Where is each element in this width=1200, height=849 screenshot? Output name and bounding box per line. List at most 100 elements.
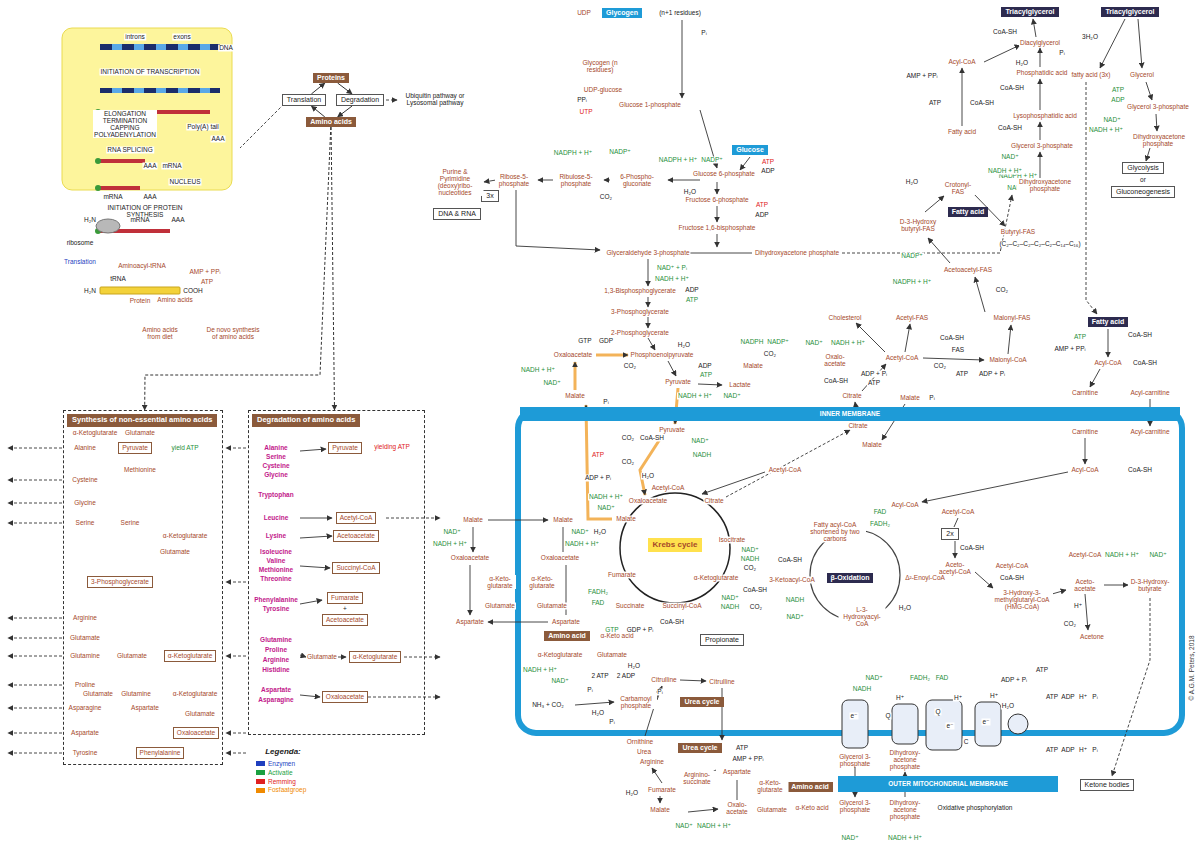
legend-swatch bbox=[256, 788, 265, 793]
metabolite-label: Amino acids from diet bbox=[137, 326, 184, 340]
metabolite-label: Glutamate bbox=[82, 690, 114, 697]
annotation: H₂O bbox=[641, 472, 655, 479]
reaction-arrow bbox=[737, 780, 738, 800]
annotation: Pᵢ bbox=[1058, 49, 1065, 56]
metabolite-label: Glycerol 3-phosphate bbox=[1126, 103, 1190, 110]
product-box: Succinyl-CoA bbox=[332, 562, 379, 573]
reaction-arrow bbox=[975, 277, 985, 312]
cofactor-label: NADH + H⁺ bbox=[677, 392, 713, 399]
annotation: CoA-SH bbox=[1127, 331, 1153, 338]
annotation: CO₂ bbox=[933, 362, 947, 369]
cofactor-label: NAD⁺ bbox=[720, 594, 739, 601]
reaction-arrow bbox=[1090, 369, 1100, 387]
reaction-arrow bbox=[652, 768, 662, 783]
metabolite-label: Amino acids bbox=[156, 296, 193, 303]
reaction-arrow bbox=[1146, 148, 1150, 161]
amino-acid-label: Proline bbox=[264, 646, 288, 653]
metabolite-label: Malate bbox=[462, 516, 484, 523]
annotation: NH₃ + CO₂ bbox=[531, 701, 565, 708]
annotation: Poly(A) tail bbox=[186, 123, 219, 130]
amino-acid-label: Asparagine bbox=[257, 696, 294, 703]
metabolite-label: Glutamate bbox=[484, 602, 516, 609]
reaction-arrow bbox=[1040, 122, 1041, 140]
legend-text: Remming bbox=[268, 778, 296, 786]
cofactor-label: NAD⁺ bbox=[804, 339, 823, 346]
amino-acid-label: Isoleucine bbox=[259, 548, 293, 555]
cofactor-label: NADH bbox=[785, 596, 805, 603]
exon-segment bbox=[156, 44, 166, 50]
reaction-arrow bbox=[404, 657, 440, 658]
metabolite-label: Glycerol 3-phosphate bbox=[1010, 142, 1074, 149]
membrane-band: OUTER MITOCHONDRIAL MEMBRANE bbox=[838, 776, 1058, 792]
annotation: ATP bbox=[1045, 693, 1059, 700]
annotation: CO₂ bbox=[995, 286, 1009, 293]
category-box: Amino acids bbox=[306, 117, 356, 127]
panel-heading: Synthesis of non-essential amino acids bbox=[67, 414, 217, 427]
cofactor-label: NADPH bbox=[740, 338, 765, 345]
metabolite-label: Oxaloacetate bbox=[450, 554, 490, 561]
pre-mrna bbox=[100, 88, 220, 93]
annotation: AAA bbox=[170, 216, 185, 223]
amino-acid-label: Methionine bbox=[258, 566, 294, 573]
reaction-arrow bbox=[8, 480, 62, 481]
amino-acid-label: Glycine bbox=[263, 471, 288, 478]
cofactor-label: NADP⁺ bbox=[700, 156, 724, 163]
metabolite-label: Methionine bbox=[123, 466, 157, 473]
metabolite-label: Pyruvate bbox=[664, 378, 692, 385]
amino-acid-label: Alanine bbox=[263, 444, 288, 451]
metabolite-label: Acyl-CoA bbox=[1093, 359, 1122, 366]
amino-acid-label: Glutamine bbox=[259, 636, 293, 643]
amino-acid-label: Cysteine bbox=[261, 462, 290, 469]
annotation: e⁻ bbox=[945, 722, 954, 729]
amino-acid-label: Phenylalanine bbox=[253, 596, 299, 603]
reaction-arrow bbox=[702, 472, 765, 494]
metabolite-label: Cholesterol bbox=[828, 314, 863, 321]
cofactor-label: yield ATP bbox=[171, 444, 200, 451]
node-text: 3-Phosphoglycerate bbox=[91, 578, 149, 585]
annotation: ADP bbox=[697, 362, 712, 369]
cofactor-label: NAD⁺ bbox=[722, 392, 741, 399]
reaction-arrow bbox=[648, 338, 655, 350]
node-text: Ketone bodies bbox=[1085, 781, 1130, 789]
category-box: Amino acid bbox=[544, 631, 590, 641]
annotation: AAA bbox=[210, 135, 225, 142]
reaction-arrow bbox=[240, 104, 284, 148]
flow-arrow bbox=[311, 83, 324, 94]
metabolite-label: Serine bbox=[120, 519, 141, 526]
annotation: CO₂ bbox=[743, 564, 757, 571]
metabolite-label: Glyceraldehyde 3-phosphate bbox=[605, 249, 690, 256]
energy-label: yielding ATP bbox=[373, 443, 411, 450]
cofactor-label: NAD⁺ bbox=[442, 528, 461, 535]
exon-segment bbox=[200, 44, 210, 50]
cofactor-label: FAD bbox=[935, 674, 950, 681]
cofactor-label: NADH + H⁺ bbox=[696, 822, 732, 829]
key-metabolite-box: Glycogen bbox=[602, 8, 642, 18]
annotation: H₂O bbox=[627, 662, 641, 669]
reaction-arrow bbox=[488, 520, 548, 521]
legend-text: Fosfaatgroep bbox=[268, 786, 306, 794]
node-text: 3x bbox=[486, 192, 493, 200]
reaction-arrow bbox=[1040, 79, 1041, 110]
metabolite-label: Urea bbox=[636, 748, 652, 755]
annotation: ADP bbox=[754, 211, 769, 218]
metabolite-label: Aminoacyl-tRNA bbox=[117, 262, 167, 269]
metabolite-label: Isocitrate bbox=[718, 536, 746, 543]
reaction-arrow bbox=[1146, 82, 1152, 100]
metabolite-label: Phosphoenolpyruvate bbox=[630, 351, 695, 358]
reaction-arrow bbox=[928, 238, 950, 263]
amino-acid-label: Histidine bbox=[261, 666, 290, 673]
cofactor-label: FAD bbox=[591, 599, 606, 606]
lipid-box: Fatty acid bbox=[1088, 317, 1129, 327]
reaction-arrow bbox=[648, 297, 649, 307]
mrna-strand bbox=[100, 186, 140, 190]
reaction-arrow bbox=[1156, 114, 1157, 131]
node-text: Gluconeogenesis bbox=[1116, 188, 1170, 196]
annotation: CoA-SH bbox=[999, 84, 1025, 91]
cofactor-label: ATP bbox=[1111, 86, 1125, 93]
amino-acid-label: Serine bbox=[265, 453, 287, 460]
reaction-arrow bbox=[386, 518, 440, 519]
mitochondrion-membrane bbox=[518, 410, 1182, 733]
reaction-arrow bbox=[473, 527, 474, 552]
reaction-arrow bbox=[717, 182, 718, 194]
cofactor-label: NADH + H⁺ bbox=[830, 339, 866, 346]
